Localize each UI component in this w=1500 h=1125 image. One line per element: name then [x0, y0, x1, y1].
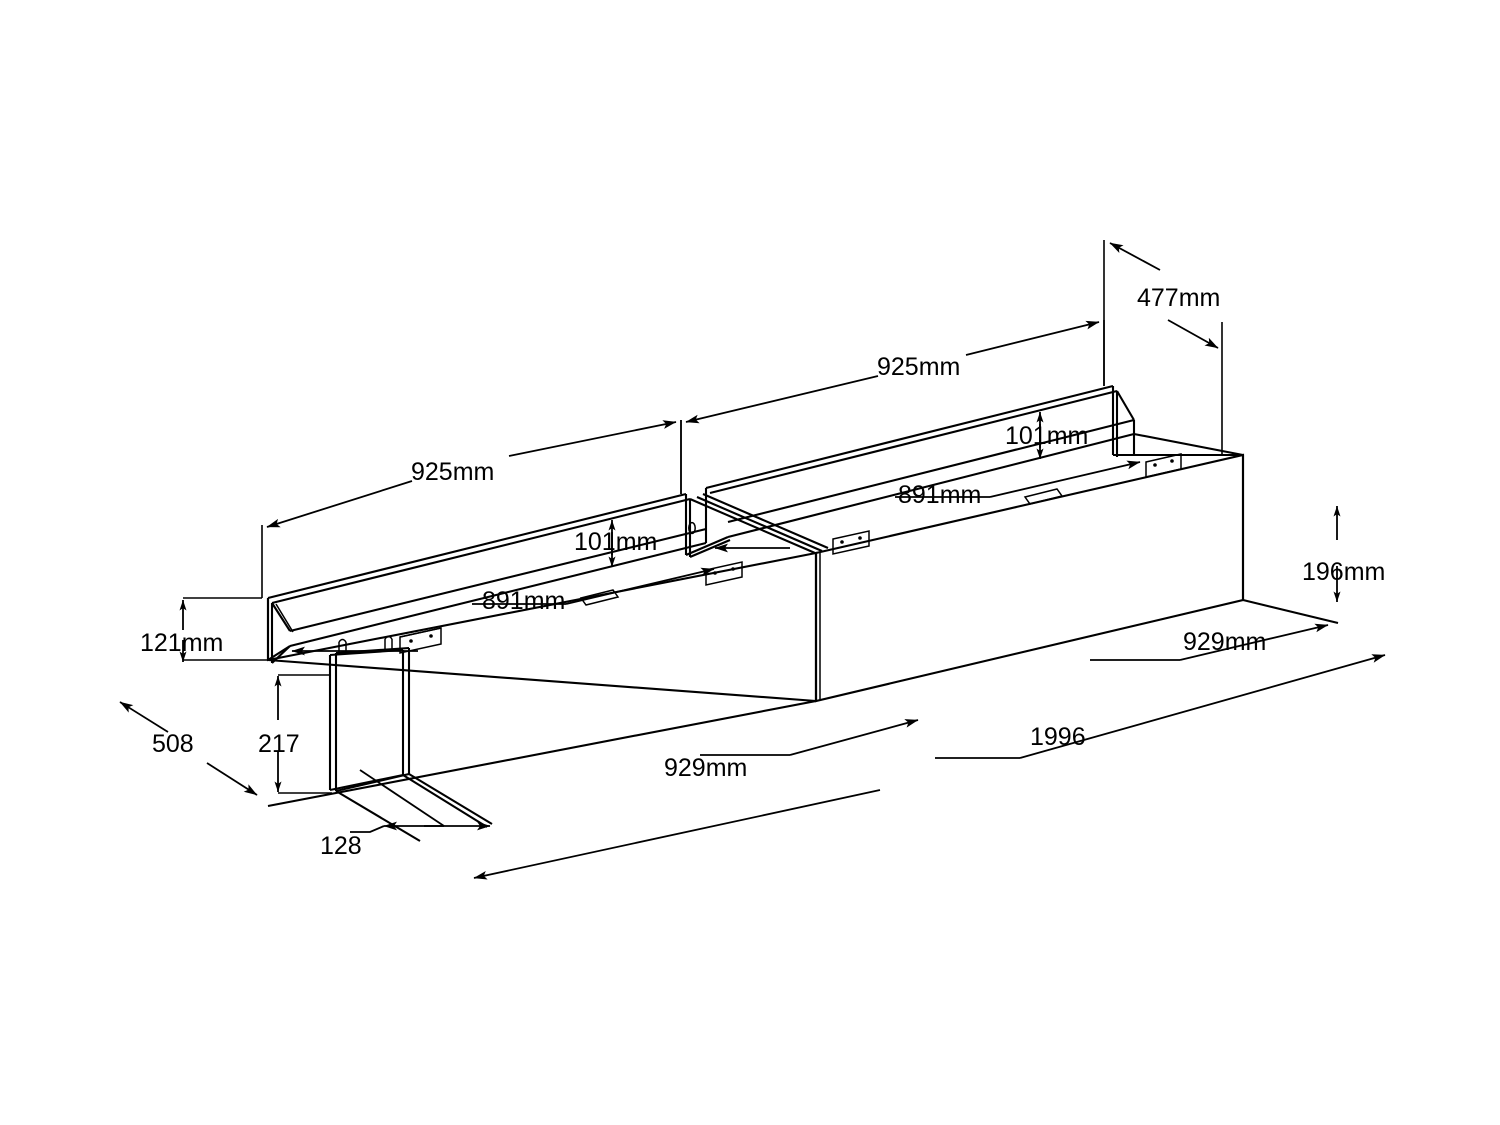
dimension-label-217: 217 [258, 730, 300, 758]
right-end-panel [1241, 455, 1339, 625]
dimension-925mm-left: 925mm [261, 420, 682, 598]
dimension-label-1996: 1996 [1030, 723, 1086, 751]
dimension-101mm-left: 101mm [574, 520, 657, 567]
dimension-891mm-left: 891mm [472, 567, 715, 615]
dimension-label-101mm-left: 101mm [574, 528, 657, 556]
dimension-101mm-right: 101mm [1005, 412, 1088, 459]
dimension-1996: 1996 [473, 654, 1386, 880]
clip-tab-right [1023, 488, 1064, 505]
front-panel-right [814, 453, 1245, 703]
dimension-label-925mm-left: 925mm [411, 458, 494, 486]
bracket-right-rail-far [1145, 453, 1182, 478]
dimension-label-891mm-right: 891mm [898, 481, 981, 509]
dimension-label-891mm-left: 891mm [482, 587, 565, 615]
left-end-panel [267, 645, 291, 661]
dimension-929mm-center: 929mm [664, 719, 919, 782]
dimension-508: 508 [119, 701, 258, 796]
dimension-label-477mm: 477mm [1137, 284, 1220, 312]
center-divider [684, 488, 829, 558]
assembly-geometry [266, 384, 1339, 842]
dimension-121mm: 121mm [140, 597, 268, 662]
dimension-925mm-right: 925mm [680, 320, 1105, 494]
left-leg [328, 635, 493, 842]
dimension-196mm: 196mm [1302, 506, 1385, 602]
dimension-128: 128 [320, 769, 491, 860]
dimension-929mm-right: 929mm [1090, 623, 1329, 661]
dimension-label-196mm: 196mm [1302, 558, 1385, 586]
dimension-label-925mm-right: 925mm [877, 353, 960, 381]
dimension-891mm-right: 891mm [895, 460, 1141, 509]
dimension-label-101mm-right: 101mm [1005, 422, 1088, 450]
dimension-label-929mm-center: 929mm [664, 754, 747, 782]
dimension-477mm: 477mm [1103, 240, 1223, 455]
bracket-right-rail [832, 530, 870, 555]
clip-tab-left [579, 589, 620, 606]
front-center-divider-edge [814, 552, 821, 701]
left-side-rail [266, 492, 707, 664]
dimension-label-128: 128 [320, 832, 362, 860]
dimension-label-929mm-right: 929mm [1183, 628, 1266, 656]
dimension-217: 217 [258, 674, 332, 794]
dimension-label-121mm: 121mm [140, 629, 223, 657]
dimension-label-508: 508 [152, 730, 194, 758]
right-side-rail [705, 384, 1244, 539]
bracket-left-rail [399, 627, 442, 654]
